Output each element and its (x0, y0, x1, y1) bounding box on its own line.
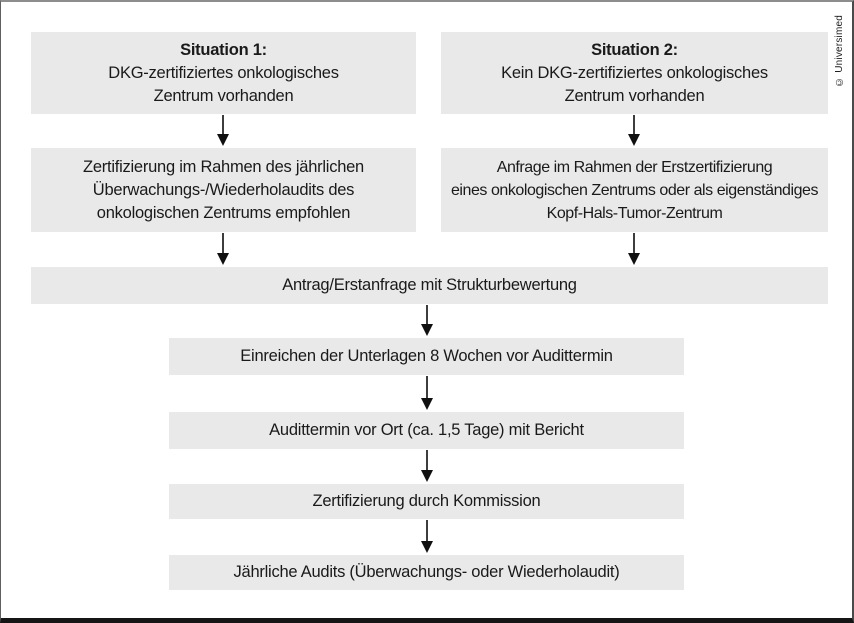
branch2-line: eines onkologischen Zentrums oder als ei… (450, 181, 819, 199)
step-box-einreichen: Einreichen der Unterlagen 8 Wochen vor A… (169, 338, 684, 375)
branch2-step-box: Anfrage im Rahmen der Erstzertifizierung… (441, 148, 828, 232)
step-box-jaehrliche-audits: Jährliche Audits (Überwachungs- oder Wie… (169, 555, 684, 590)
branch1-line: onkologischen Zentrums empfohlen (96, 203, 351, 222)
merge-step-label: Antrag/Erstanfrage mit Strukturbewertung (282, 276, 577, 294)
arrow-down-icon (628, 233, 640, 265)
situation2-line: Kein DKG-zertifiziertes onkologisches (501, 63, 768, 82)
arrow-head (421, 324, 433, 336)
situation2-title: Situation 2: (591, 40, 678, 59)
branch1-line: Überwachungs-/Wiederholaudits des (92, 180, 355, 199)
branch1-line: Zertifizierung im Rahmen des jährlichen (83, 157, 364, 176)
arrow-head (628, 134, 640, 146)
arrow-head (421, 541, 433, 553)
situation1-box: Situation 1: DKG-zertifiziertes onkologi… (31, 32, 416, 114)
arrow-shaft (222, 115, 224, 134)
merge-step-box: Antrag/Erstanfrage mit Strukturbewertung (31, 267, 828, 304)
arrow-down-icon (628, 115, 640, 146)
arrow-head (217, 253, 229, 265)
situation1-title: Situation 1: (180, 40, 267, 59)
arrow-head (217, 134, 229, 146)
arrow-shaft (426, 520, 428, 541)
situation1-line: Zentrum vorhanden (153, 86, 294, 105)
publisher-credit: © Universimed (834, 15, 845, 87)
arrow-shaft (633, 115, 635, 134)
situation2-line: Zentrum vorhanden (564, 86, 705, 105)
step-box-zertifizierung: Zertifizierung durch Kommission (169, 484, 684, 519)
branch2-line: Anfrage im Rahmen der Erstzertifizierung (496, 158, 773, 176)
arrow-shaft (426, 376, 428, 398)
branch2-line: Kopf-Hals-Tumor-Zentrum (546, 204, 723, 222)
arrow-head (421, 470, 433, 482)
arrow-head (628, 253, 640, 265)
arrow-down-icon (421, 520, 433, 553)
arrow-down-icon (421, 450, 433, 482)
situation2-box: Situation 2: Kein DKG-zertifiziertes onk… (441, 32, 828, 114)
arrow-shaft (426, 450, 428, 470)
arrow-down-icon (421, 376, 433, 410)
arrow-down-icon (421, 305, 433, 336)
step-label: Zertifizierung durch Kommission (312, 492, 541, 510)
step-box-audittermin: Audittermin vor Ort (ca. 1,5 Tage) mit B… (169, 412, 684, 449)
branch1-step-box: Zertifizierung im Rahmen des jährlichen … (31, 148, 416, 232)
arrow-down-icon (217, 115, 229, 146)
situation1-line: DKG-zertifiziertes onkologisches (108, 63, 339, 82)
arrow-shaft (426, 305, 428, 324)
arrow-shaft (222, 233, 224, 253)
step-label: Audittermin vor Ort (ca. 1,5 Tage) mit B… (269, 421, 584, 439)
arrow-head (421, 398, 433, 410)
step-label: Einreichen der Unterlagen 8 Wochen vor A… (240, 347, 613, 365)
step-label: Jährliche Audits (Überwachungs- oder Wie… (233, 563, 620, 581)
arrow-down-icon (217, 233, 229, 265)
arrow-shaft (633, 233, 635, 253)
